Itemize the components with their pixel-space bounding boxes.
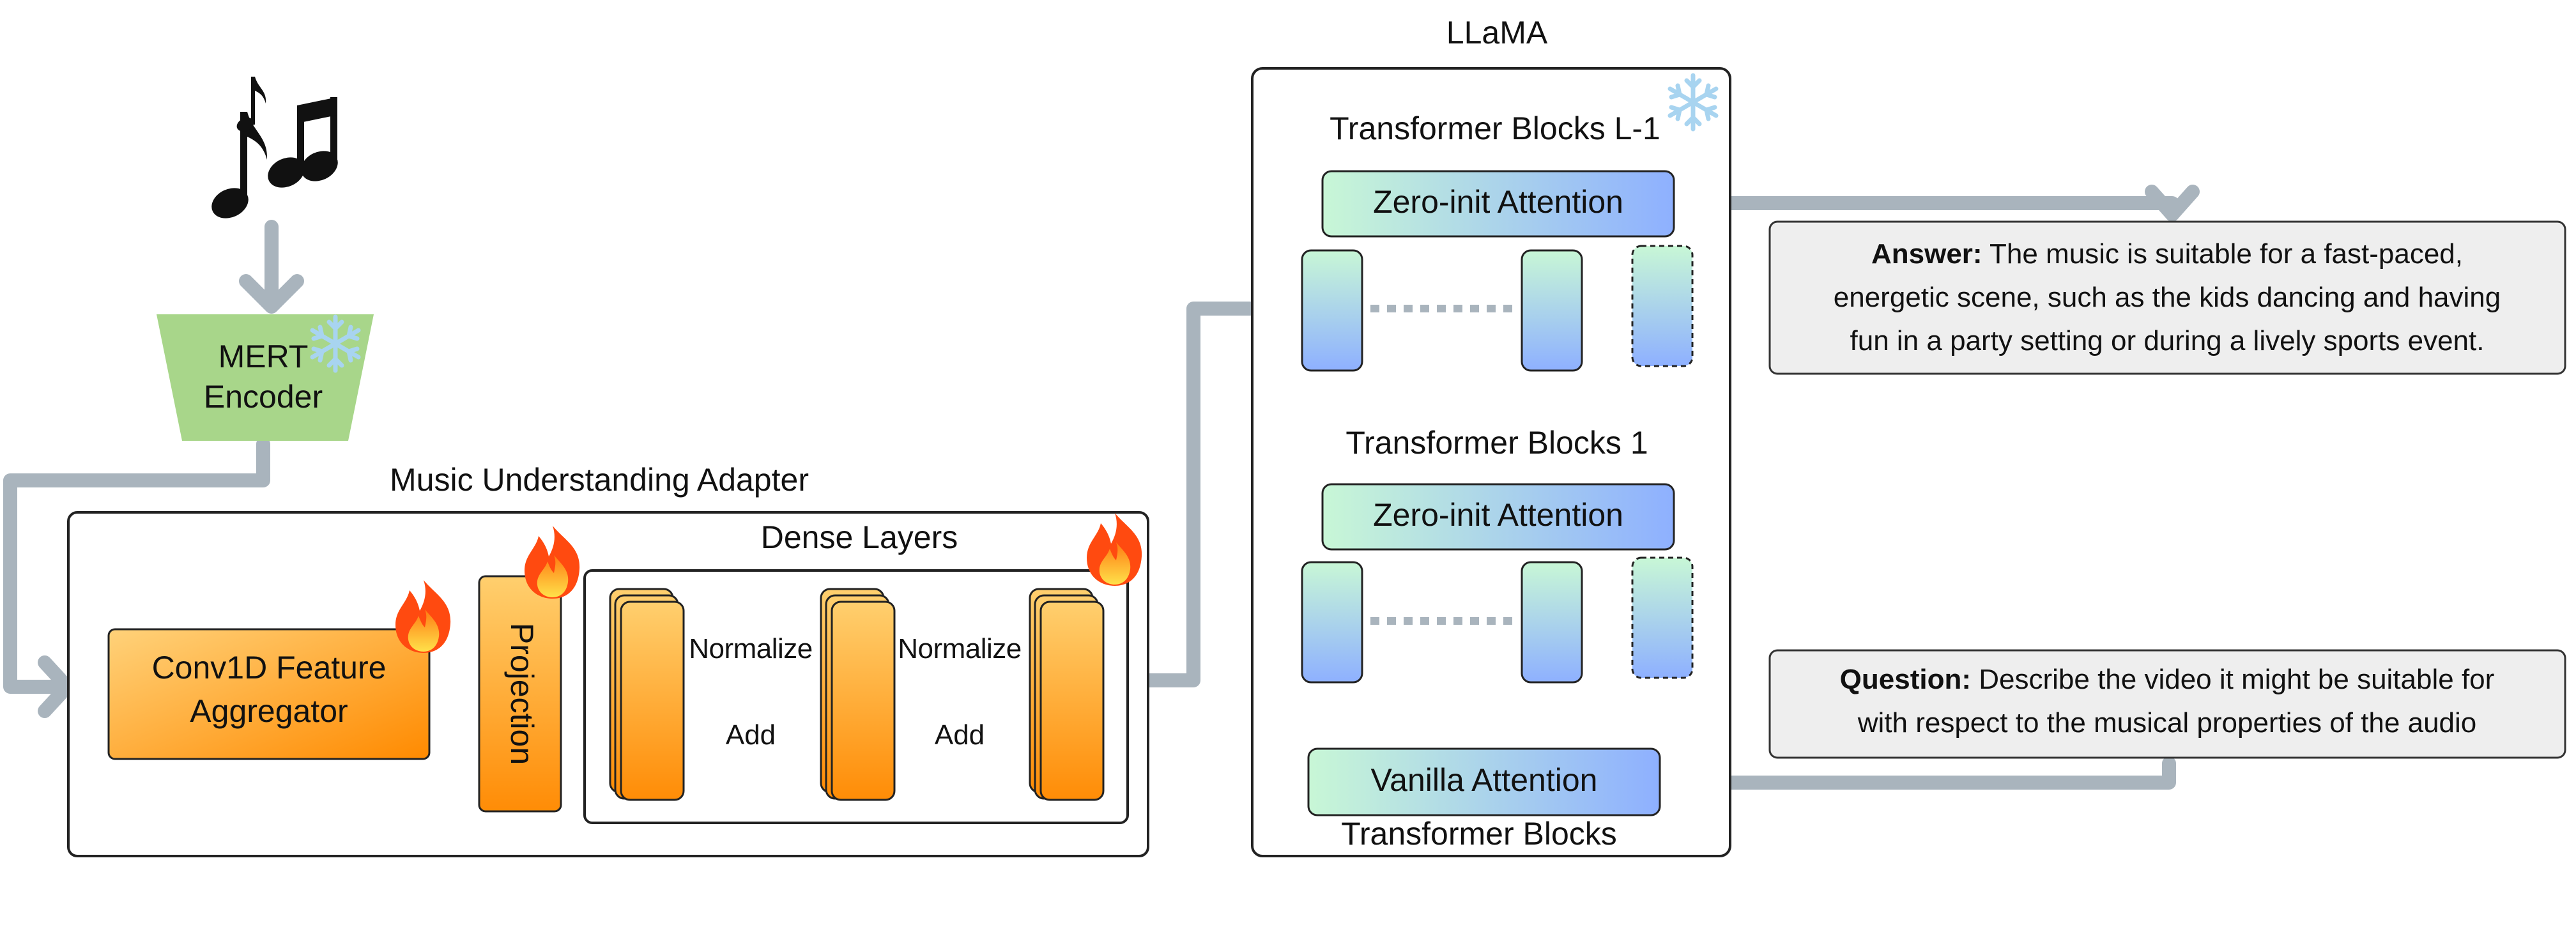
mert-encoder: MERT Encoder [157,314,374,441]
answer-box: Answer: The music is suitable for a fast… [1768,220,2566,375]
add-label-1: Add [726,719,776,751]
question-text-1: Describe the video it might be suitable … [1971,664,2494,695]
transformer-layer-block [1301,249,1363,372]
conv1d-label-line1: Conv1D Feature [152,650,387,685]
projection-label: Projection [504,623,540,765]
answer-label: Answer: [1871,238,1982,270]
dense-stack-2 [820,588,896,801]
conv1d-label-line2: Aggregator [190,693,348,729]
question-label: Question: [1840,664,1971,695]
transformer-blocks-1-label: Transformer Blocks 1 [1346,425,1648,461]
mert-label-line2: Encoder [204,379,323,415]
arrow-mert-to-adapter [3,437,270,694]
normalize-label-1: Normalize [689,633,813,664]
zero-init-attention-label: Zero-init Attention [1373,497,1623,533]
answer-line-1: Answer: The music is suitable for a fast… [1871,238,2463,270]
music-notes-icon [211,77,338,218]
zero-init-attention-top: Zero-init Attention [1321,170,1675,238]
dense-layers: Dense Layers Normalize Add Normalize [583,513,1142,824]
transformer-layer-block [1301,561,1363,684]
answer-text-1: The music is suitable for a fast-paced, [1982,238,2463,270]
zero-init-attention-label: Zero-init Attention [1373,184,1623,220]
transformer-blocks-l-1-label: Transformer Blocks L-1 [1330,111,1660,146]
llama-title: LLaMA [1446,15,1548,50]
transformer-layer-block [1521,249,1583,372]
conv1d-feature-aggregator: Conv1D Feature Aggregator [107,580,451,760]
answer-line-3: fun in a party setting or during a livel… [1850,325,2485,356]
dense-stack-3 [1029,588,1105,801]
question-line-1: Question: Describe the video it might be… [1840,664,2495,695]
projection-block: Projection [478,526,580,813]
question-line-2: with respect to the musical properties o… [1857,707,2477,739]
arrowhead-to-answer [2145,185,2200,222]
vanilla-attention-label: Vanilla Attention [1371,762,1598,798]
question-box: Question: Describe the video it might be… [1768,649,2566,759]
dense-title: Dense Layers [761,519,958,555]
transformer-layer-block-placeholder [1631,245,1694,367]
transformer-layer-block-placeholder [1631,556,1694,679]
mert-label-line1: MERT [218,339,309,374]
answer-line-2: energetic scene, such as the kids dancin… [1834,282,2501,313]
add-label-2: Add [935,719,985,751]
arrow-adapter-to-llama [1142,302,1304,687]
dense-stack-1 [609,588,685,801]
zero-init-attention-mid: Zero-init Attention [1321,483,1675,551]
transformer-layer-block [1521,561,1583,684]
music-understanding-adapter: Music Understanding Adapter Conv1D Featu… [67,462,1149,857]
transformer-blocks-label: Transformer Blocks [1341,816,1617,852]
arrowhead-music-to-mert [239,274,304,314]
vanilla-attention: Vanilla Attention [1307,747,1661,816]
llama-block: LLaMA Transformer Blocks L-1 Zero-init A… [1251,15,1731,857]
normalize-label-2: Normalize [898,633,1022,664]
arrow-from-question [1664,756,2176,790]
adapter-title: Music Understanding Adapter [390,462,809,498]
